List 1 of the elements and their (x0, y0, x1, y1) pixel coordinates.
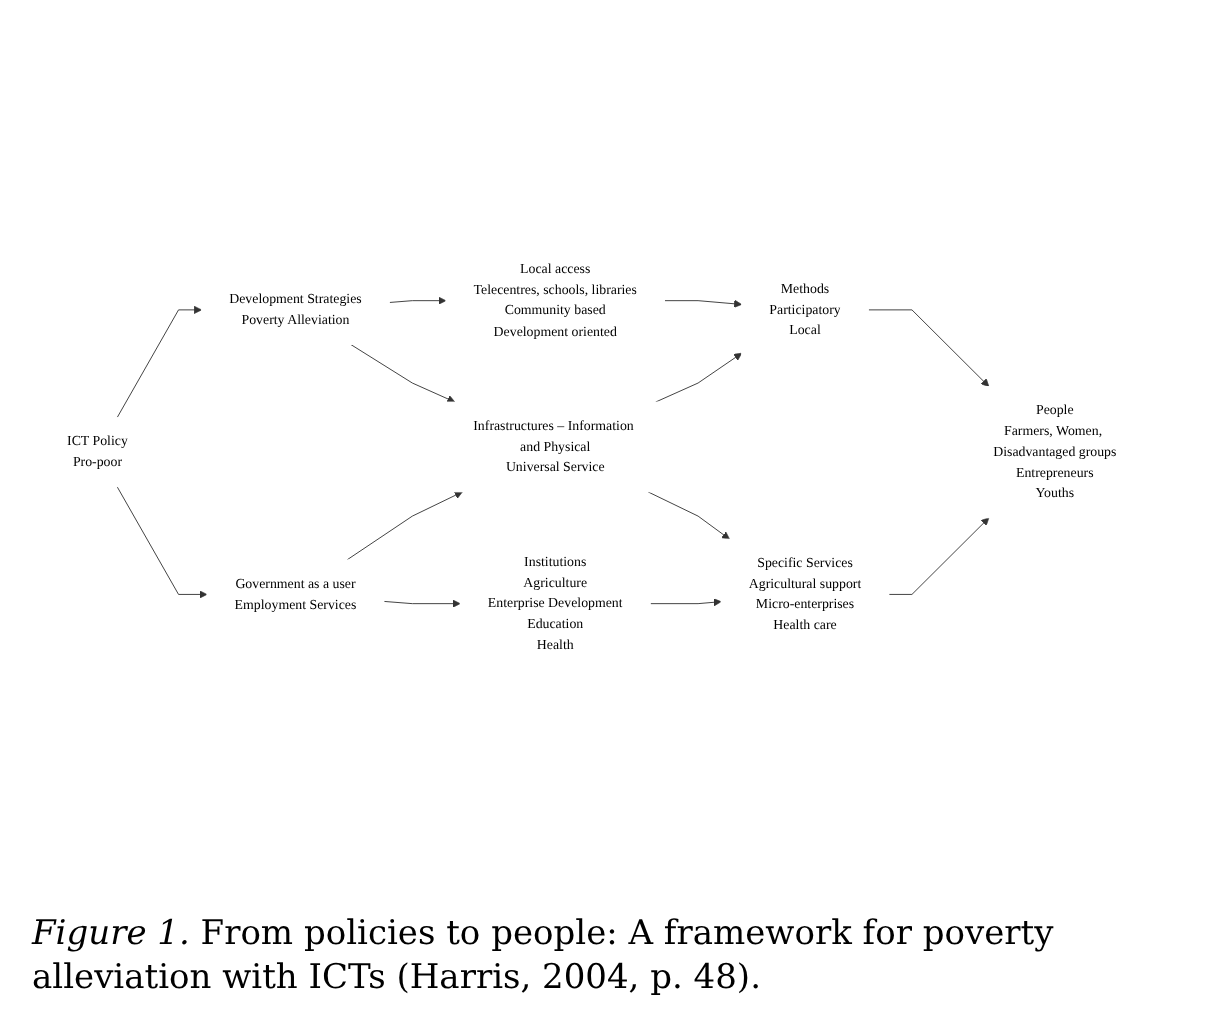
figure-caption: Figure 1. From policies to people: A framework for poverty alleviation with ICTs (Harris, 2004, p. 48). (32, 911, 1056, 1000)
